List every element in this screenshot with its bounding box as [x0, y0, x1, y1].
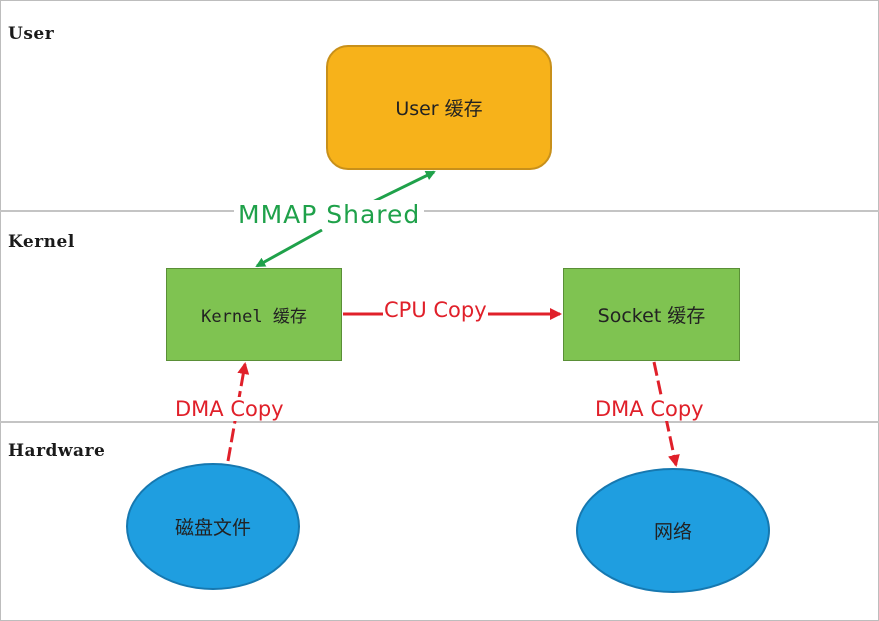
- dma-copy-in-label: DMA Copy: [171, 397, 288, 421]
- user-kernel-divider: [0, 210, 879, 212]
- user-cache-node: User 缓存: [326, 45, 552, 170]
- kernel-hardware-divider: [0, 421, 879, 423]
- mmap-shared-label: MMAP Shared: [234, 200, 425, 229]
- socket-cache-label: Socket 缓存: [597, 305, 706, 327]
- cpu-copy-label: CPU Copy: [383, 298, 488, 322]
- disk-file-label: 磁盘文件: [174, 517, 251, 539]
- mmap-shared-arrow-down: [255, 228, 323, 268]
- disk-file-node: 磁盘文件: [126, 463, 300, 590]
- dma-copy-out-label: DMA Copy: [591, 397, 708, 421]
- network-node: 网络: [576, 468, 770, 593]
- dma-copy-out-arrow: [652, 361, 680, 467]
- user-cache-label: User 缓存: [395, 98, 483, 120]
- kernel-cache-label: Kernel 缓存: [201, 307, 307, 327]
- layer-label-kernel: Kernel: [8, 232, 75, 252]
- network-label: 网络: [653, 521, 692, 543]
- layer-label-user: User: [8, 24, 55, 44]
- layer-label-hardware: Hardware: [8, 441, 106, 461]
- kernel-cache-node: Kernel 缓存: [166, 268, 342, 361]
- socket-cache-node: Socket 缓存: [563, 268, 740, 361]
